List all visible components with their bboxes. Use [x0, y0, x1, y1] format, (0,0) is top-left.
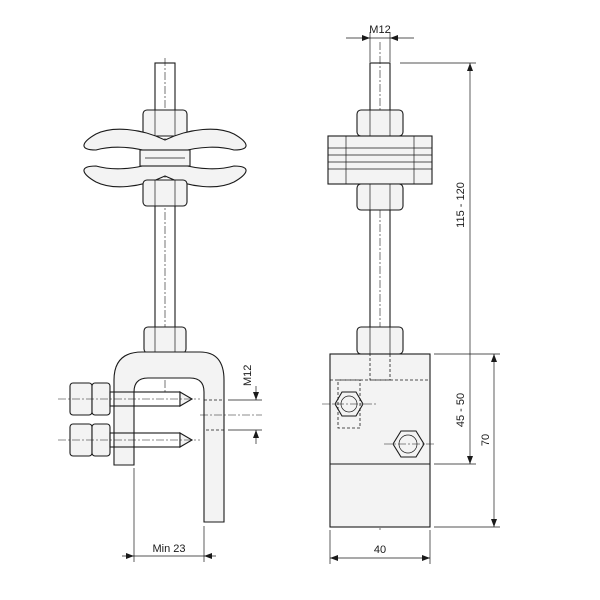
set-screw-lower [58, 423, 200, 457]
label-thread-top: M12 [369, 24, 390, 36]
dimension-block-height: 70 [434, 353, 500, 528]
spring-clamp-left [83, 128, 247, 188]
hex-nut-top-left [142, 109, 188, 137]
hex-bolt-head-upper [322, 379, 376, 429]
label-block-width: 40 [374, 544, 386, 556]
label-block-height: 70 [480, 434, 492, 446]
set-screw-upper [58, 382, 200, 416]
hex-nut-bottom-right [356, 326, 404, 355]
label-rod-length: 115 - 120 [455, 182, 467, 228]
dimension-rod-length: 115 - 120 45 - 50 [400, 62, 478, 465]
dimension-flange-min: Min 23 [122, 468, 216, 562]
hex-nut-bottom-left [143, 326, 187, 354]
front-view: M12 [322, 24, 500, 564]
hex-nut-top-right [356, 109, 404, 137]
u-bracket [113, 351, 225, 523]
label-clamp-height: 45 - 50 [455, 393, 467, 427]
label-thread-side: M12 [242, 365, 254, 386]
hex-bolt-head-lower [384, 430, 434, 458]
dimension-block-width: 40 [329, 530, 431, 564]
hex-nut-mid-left [142, 179, 188, 207]
side-view: M12 Min 23 [58, 58, 262, 562]
clamp-block-right [327, 135, 433, 185]
dimension-thread-side: M12 [228, 365, 262, 444]
label-flange-min: Min 23 [152, 543, 185, 555]
dimension-thread-top: M12 [346, 24, 414, 62]
hex-nut-mid-right [356, 183, 404, 211]
